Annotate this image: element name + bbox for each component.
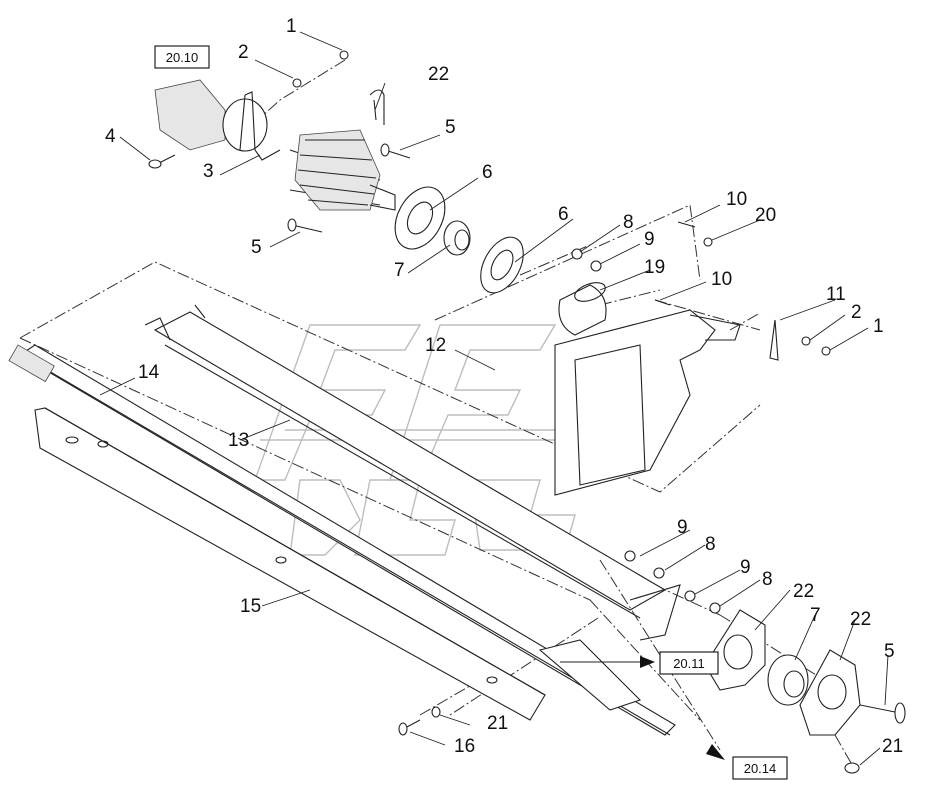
callout-label: 14 — [138, 362, 160, 383]
ref-box-20-14 — [732, 756, 788, 780]
callout-label: 2 — [851, 302, 862, 323]
callout-label: 22 — [793, 581, 814, 602]
callout-label: 21 — [487, 713, 508, 734]
callout-label: 19 — [644, 257, 665, 278]
callout-label: 11 — [826, 284, 846, 305]
callout-label: 8 — [705, 534, 716, 555]
callout-label: 1 — [286, 16, 297, 37]
hardware-items — [148, 50, 860, 774]
bearing-flanges-bottom — [704, 609, 906, 736]
callout-label: 7 — [810, 605, 821, 626]
callout-label: 9 — [644, 229, 655, 250]
callout-label: 1 — [873, 316, 884, 337]
mounting-bracket — [554, 309, 741, 496]
callout-label: 9 — [740, 557, 751, 578]
leader-lines — [99, 31, 889, 766]
cover-plate-item-15 — [34, 407, 546, 721]
callout-label: 16 — [454, 736, 475, 757]
ref-label-20-11: 20.11 — [673, 656, 705, 671]
callout-label: 5 — [251, 237, 262, 258]
callout-label: 21 — [882, 736, 903, 757]
callout-label: 10 — [711, 269, 732, 290]
ref-box-20-11 — [659, 651, 719, 675]
callout-label: 20 — [755, 205, 776, 226]
callout-label: 2 — [238, 42, 249, 63]
callout-label: 5 — [884, 641, 895, 662]
reference-arrows — [560, 559, 725, 760]
callout-label: 4 — [105, 126, 116, 147]
callout-label: 6 — [482, 162, 493, 183]
callout-label: 22 — [850, 609, 871, 630]
ref-box-20-10 — [154, 45, 210, 69]
callout-label: 9 — [677, 517, 688, 538]
ref-label-20-10: 20.10 — [166, 50, 199, 65]
driveshaft-boot-assembly — [154, 79, 396, 211]
reference-boxes: 20.10 20.11 20.14 — [154, 45, 788, 780]
callout-label: 22 — [428, 64, 449, 85]
callout-label: 8 — [762, 569, 773, 590]
callout-label: 6 — [558, 204, 569, 225]
callout-label: 13 — [228, 430, 249, 451]
bearing-flanges-top — [394, 186, 607, 336]
callout-label: 15 — [240, 596, 261, 617]
callout-label: 10 — [726, 189, 747, 210]
ref-label-20-14: 20.14 — [744, 761, 777, 776]
callout-label: 5 — [445, 117, 456, 138]
callout-label: 3 — [203, 161, 214, 182]
shaft-item-14 — [8, 344, 676, 736]
tube-item-13 — [144, 304, 681, 641]
callout-numbers: 1 2 22 5 4 3 6 10 20 8 9 5 7 6 19 10 11 … — [105, 16, 903, 757]
callout-label: 8 — [623, 212, 634, 233]
callout-label: 7 — [394, 260, 405, 281]
callout-label: 12 — [425, 335, 446, 356]
